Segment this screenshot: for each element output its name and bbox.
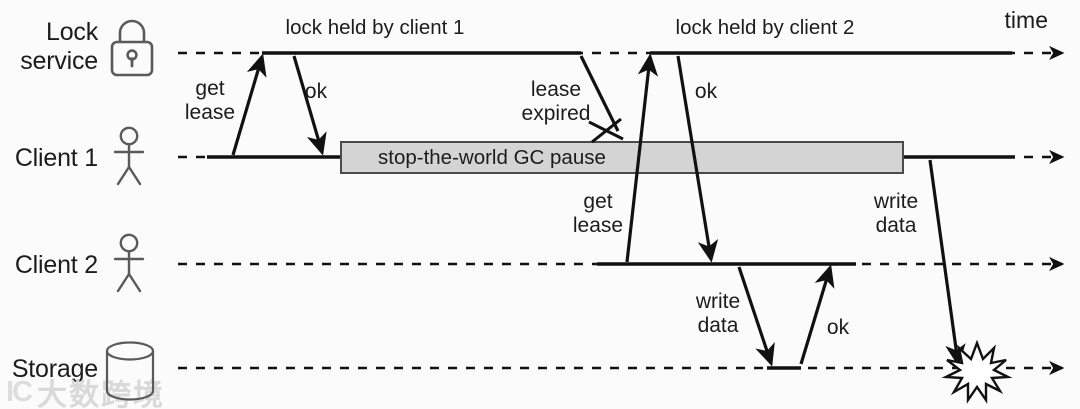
x-mark-icon <box>588 117 624 144</box>
msg-line-2: expired <box>522 102 591 125</box>
lane-label-line-2: service <box>20 47 98 75</box>
msg-line-2: lease <box>185 101 235 124</box>
msg-line-1: write <box>695 290 740 313</box>
msg-line-2: lease <box>573 214 623 237</box>
collision-burst-icon <box>941 339 1013 404</box>
lane-label-client-2: Client 2 <box>0 251 98 280</box>
msg-line-1: get <box>195 77 224 100</box>
watermark: IC 大数跨境 <box>6 370 165 409</box>
person-icon-client-1 <box>113 126 145 186</box>
span-label-lock-held-client-2: lock held by client 2 <box>676 16 855 39</box>
message-get-lease-1 <box>231 53 267 156</box>
msg-line-1: ok <box>305 80 328 103</box>
lane-label-line-1: Client 2 <box>14 251 98 279</box>
lane-label-storage: Storage <box>0 355 98 384</box>
message-ok-2 <box>676 55 719 263</box>
lane-label-line-1: Client 1 <box>14 144 98 172</box>
message-lease-expired <box>579 55 620 132</box>
database-icon <box>105 341 155 401</box>
lane-label-line-1: Storage <box>11 355 98 383</box>
gc-pause-box <box>340 141 904 174</box>
message-label-ok-storage: ok <box>827 316 850 339</box>
msg-line-1: write <box>873 190 918 213</box>
watermark-text: 大数跨境 <box>37 379 165 409</box>
time-axis-label: time <box>1005 7 1048 33</box>
msg-line-2: data <box>876 214 917 237</box>
gc-pause-label: stop-the-world GC pause <box>378 146 606 169</box>
msg-line-1: ok <box>695 80 718 103</box>
span-label-lock-held-client-1: lock held by client 1 <box>286 16 465 39</box>
message-ok-storage <box>799 264 835 365</box>
msg-line-2: data <box>698 314 739 337</box>
lane-label-client-1: Client 1 <box>0 144 98 173</box>
msg-line-1: get <box>583 190 612 213</box>
message-get-lease-2 <box>625 53 659 263</box>
msg-line-1: ok <box>827 316 850 339</box>
lane-label-line-1: Lock <box>45 18 98 46</box>
watermark-logo: IC <box>6 375 33 408</box>
msg-line-1: lease <box>531 78 581 101</box>
message-write-data-client-1 <box>928 159 966 367</box>
person-icon-client-2 <box>113 233 145 293</box>
message-ok-1 <box>292 55 327 156</box>
lock-icon <box>110 19 154 77</box>
message-label-ok-2: ok <box>695 80 718 103</box>
message-write-data-client-2 <box>737 266 775 367</box>
message-label-ok-1: ok <box>305 80 328 103</box>
